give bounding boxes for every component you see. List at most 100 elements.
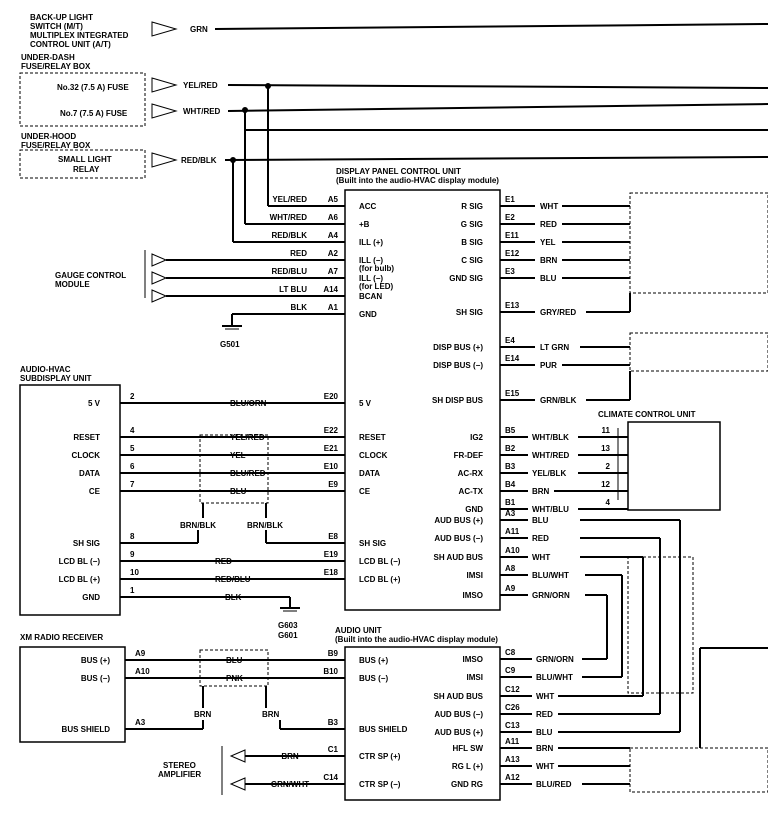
ground-g501: G501 xyxy=(220,340,240,349)
pin-function-label: GND xyxy=(465,505,483,514)
wire-color-label: BLU/RED xyxy=(536,780,572,789)
pin-function-label: SH AUD BUS xyxy=(434,553,484,562)
pin-function-label: BUS SHIELD xyxy=(359,725,408,734)
wire-color-label: WHT/RED xyxy=(532,451,570,460)
climate-pin-label: 2 xyxy=(606,462,611,471)
wire-red-blk: RED/BLK xyxy=(181,156,217,165)
fuse32-label: No.32 (7.5 A) FUSE xyxy=(57,83,129,92)
wire-color-label: BLU/ORN xyxy=(230,399,267,408)
pin-label: A8 xyxy=(505,564,516,573)
pin-function-label: CTR SP (+) xyxy=(359,752,401,761)
pin-function-label: SH AUD BUS xyxy=(434,692,484,701)
pin-label: B1 xyxy=(505,498,516,507)
pin-function-label: FR-DEF xyxy=(454,451,483,460)
pin-function-label: BCAN xyxy=(359,292,382,301)
underdash-label-1: UNDER-DASH xyxy=(21,53,75,62)
climate-pin-label: 13 xyxy=(601,444,610,453)
pin-function-label: IMSI xyxy=(467,673,483,682)
pin-label: E1 xyxy=(505,195,515,204)
pin-label: A13 xyxy=(505,755,520,764)
pin-label: C9 xyxy=(505,666,516,675)
wire-color-label: BLU xyxy=(230,487,247,496)
pin-label: C1 xyxy=(328,745,339,754)
wire-color-label: LT BLU xyxy=(279,285,307,294)
pin-function-label: IMSO xyxy=(463,655,483,664)
shield-wire-2: BRN/BLK xyxy=(247,521,283,530)
gauge-label-1: GAUGE CONTROL xyxy=(55,271,126,280)
climate-control-box xyxy=(627,421,721,511)
pin-function-label: CE xyxy=(359,487,371,496)
pin-function-label: +B xyxy=(359,220,370,229)
pin-label: B2 xyxy=(505,444,516,453)
backup-label-1: BACK-UP LIGHT xyxy=(30,13,93,22)
pin-label: A9 xyxy=(505,584,516,593)
pin-function-label: CLOCK xyxy=(359,451,388,460)
pin-label: E3 xyxy=(505,267,515,276)
wire-color-label: PUR xyxy=(540,361,557,370)
connector-arrow xyxy=(151,152,178,168)
xm-title: XM RADIO RECEIVER xyxy=(20,633,103,642)
wire-color-label: WHT xyxy=(540,202,558,211)
stereo-label-2: AMPLIFIER xyxy=(158,770,201,779)
pin-function-label: RESET xyxy=(359,433,386,442)
pin-label: 10 xyxy=(130,568,139,577)
shield-box-1 xyxy=(199,434,269,504)
pin-label: 2 xyxy=(130,392,135,401)
pin-label: 4 xyxy=(130,426,135,435)
pin-function-label: ILL (−) xyxy=(359,274,383,283)
pin-function-label: GND SIG xyxy=(449,274,483,283)
pin-function-label: ILL (−) xyxy=(359,256,383,265)
subdisplay-pin-label: CE xyxy=(89,487,101,496)
dashed-connector-1 xyxy=(629,192,768,294)
pin-function-label: SH DISP BUS xyxy=(432,396,484,405)
pin-label: E8 xyxy=(328,532,338,541)
pin-function-label: SH SIG xyxy=(359,539,386,548)
pin-label: A10 xyxy=(505,546,520,555)
pin-label: B3 xyxy=(328,718,339,727)
pin-function-label: BUS (+) xyxy=(359,656,388,665)
underhood-label-1: UNDER-HOOD xyxy=(21,132,76,141)
climate-pin-label: 11 xyxy=(602,426,611,435)
wire-grn: GRN xyxy=(190,25,208,34)
subdisplay-pin-label: DATA xyxy=(79,469,100,478)
connector-arrow xyxy=(151,77,178,93)
wire-color-label: WHT/BLU xyxy=(532,505,569,514)
subdisplay-box xyxy=(19,384,121,616)
pin-label: C26 xyxy=(505,703,520,712)
pin-function-label: B SIG xyxy=(461,238,483,247)
wire-color-label: RED xyxy=(290,249,307,258)
underhood-label-2: FUSE/RELAY BOX xyxy=(21,141,91,150)
pin-function-label: DATA xyxy=(359,469,380,478)
underdash-label-2: FUSE/RELAY BOX xyxy=(21,62,91,71)
bus-routing xyxy=(580,519,768,748)
wire-color-label: BLU/WHT xyxy=(536,673,573,682)
pin-function-label: AUD BUS (−) xyxy=(434,534,483,543)
subdisplay-pin-label: GND xyxy=(82,593,100,602)
pin-function-label: DISP BUS (+) xyxy=(433,343,483,352)
pin-function-label: SH SIG xyxy=(456,308,483,317)
pin-function-label: 5 V xyxy=(359,399,372,408)
pin-function-label: ILL (+) xyxy=(359,238,383,247)
ground-g601: G601 xyxy=(278,631,298,640)
wire-color-label: BLK xyxy=(225,593,242,602)
pin-label: C13 xyxy=(505,721,520,730)
fuse7-label: No.7 (7.5 A) FUSE xyxy=(60,109,128,118)
backup-label-4: CONTROL UNIT (A/T) xyxy=(30,40,111,49)
pin-label: E12 xyxy=(505,249,520,258)
wire-color-label: YEL/RED xyxy=(272,195,307,204)
wire-color-label: BLU xyxy=(540,274,557,283)
display-unit-subtitle: (Built into the audio-HVAC display modul… xyxy=(336,176,499,185)
backup-label-2: SWITCH (M/T) xyxy=(30,22,83,31)
wire-color-label: WHT xyxy=(536,762,554,771)
pin-label: A6 xyxy=(328,213,339,222)
pin-function-label: AUD BUS (+) xyxy=(434,516,483,525)
stereo-label-1: STEREO xyxy=(163,761,196,770)
pin-label: A11 xyxy=(505,737,520,746)
ground-g603: G603 xyxy=(278,621,298,630)
pin-function-label: AC-RX xyxy=(458,469,484,478)
pin-function-sublabel: (for LED) xyxy=(359,282,394,291)
